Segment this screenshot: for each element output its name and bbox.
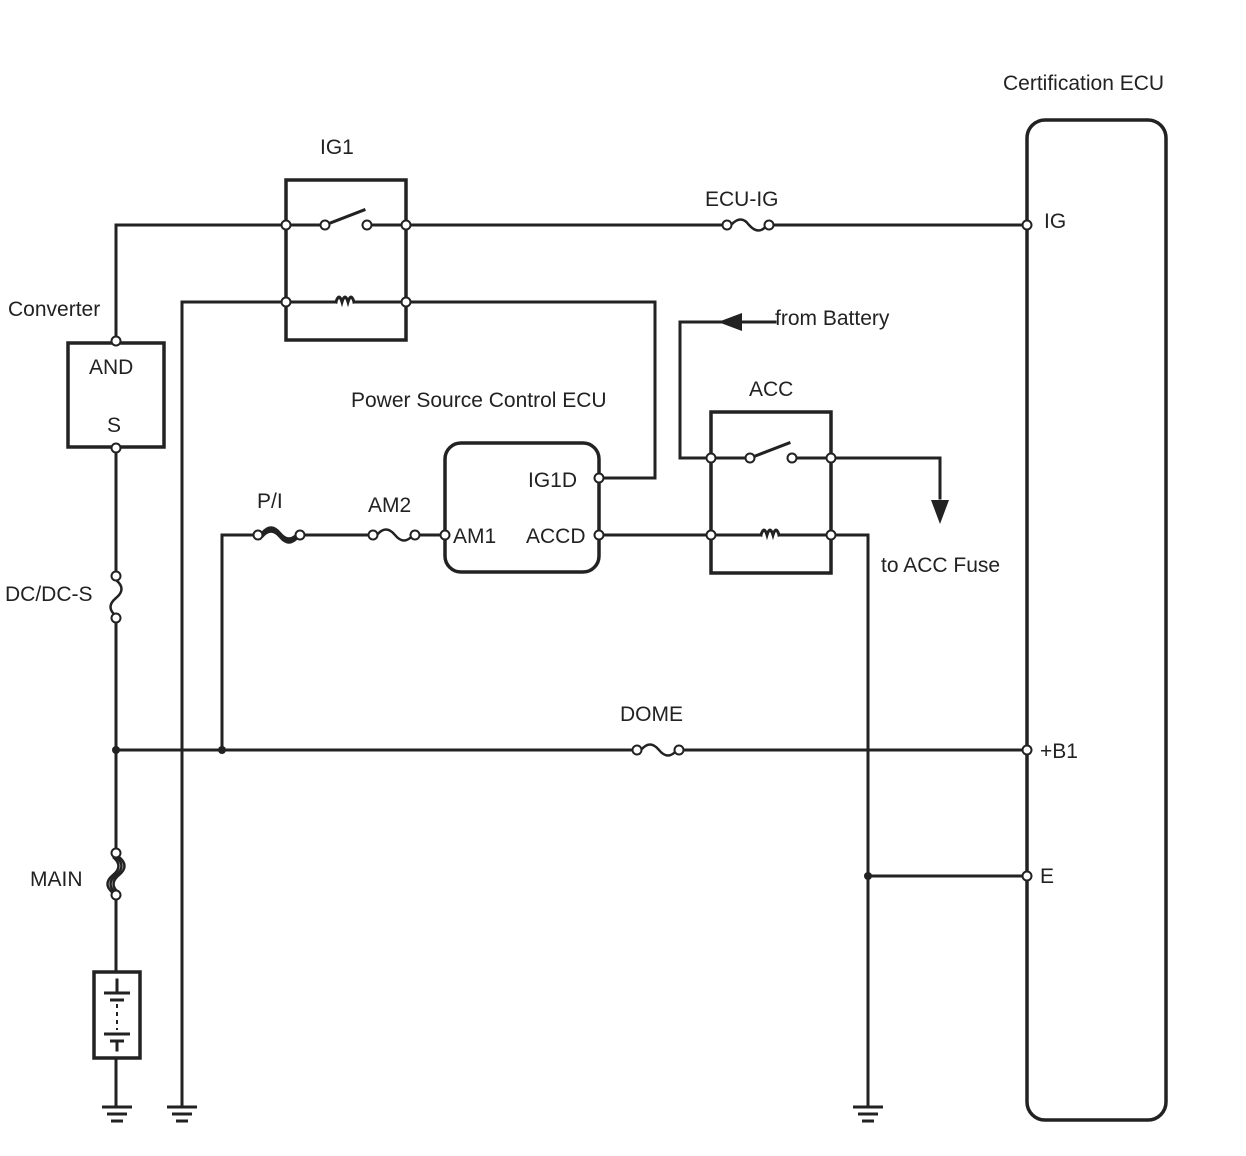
junctions [112, 746, 872, 880]
acc-relay-box [709, 410, 833, 575]
fuse-dcdc-s-icon [109, 579, 123, 617]
terminals [110, 219, 1033, 901]
fuse-ecu-ig-label: ECU-IG [705, 188, 779, 211]
ground-icon-1 [102, 1105, 132, 1123]
fuse-dome-icon [640, 743, 678, 757]
pin-and-label: AND [89, 356, 133, 379]
ground-icon-2 [167, 1105, 197, 1123]
ig1-coil-icon [334, 295, 356, 308]
battery-icon [92, 970, 142, 1060]
fuse-main-label: MAIN [30, 868, 83, 891]
power-source-ecu-box [443, 441, 601, 574]
ground-icon-3 [853, 1105, 883, 1123]
acc-switch-contact [748, 441, 791, 460]
fuse-dome-label: DOME [620, 703, 683, 726]
fuse-dcdc-s: DC/DC-S [5, 579, 123, 617]
pin-e-label: E [1040, 865, 1054, 888]
from-battery-arrow: from Battery [718, 307, 890, 331]
pin-ig-label: IG [1044, 210, 1066, 233]
to-acc-fuse-arrow: to ACC Fuse [881, 500, 1000, 577]
ig1-relay-label: IG1 [320, 136, 354, 159]
converter: Converter AND S [8, 298, 166, 449]
converter-title: Converter [8, 298, 100, 321]
acc-relay: ACC [709, 378, 833, 575]
fuse-am2-icon [376, 528, 414, 542]
pin-am1-label: AM1 [453, 525, 496, 548]
fuse-main: MAIN [30, 856, 126, 894]
certification-ecu-box [1025, 118, 1168, 1122]
fuse-ecu-ig-icon [730, 218, 769, 232]
ig1-relay: IG1 [284, 136, 408, 342]
fuse-pi: P/I [257, 490, 299, 544]
from-battery-label: from Battery [775, 307, 890, 330]
wires [114, 223, 1029, 1108]
fuse-pi-icon [261, 528, 299, 542]
fuse-main-icon [109, 856, 123, 894]
ig1-switch-contact [323, 208, 366, 227]
certification-ecu-title: Certification ECU [1003, 72, 1164, 95]
acc-relay-label: ACC [749, 378, 793, 401]
certification-ecu: Certification ECU IG +B1 E [1003, 72, 1168, 1122]
fuse-dome: DOME [620, 703, 683, 757]
power-source-control-ecu: Power Source Control ECU IG1D AM1 ACCD [351, 389, 607, 574]
fuse-am2-label: AM2 [368, 494, 411, 517]
pin-accd-label: ACCD [526, 525, 586, 548]
pin-b1-label: +B1 [1040, 740, 1078, 763]
fuse-pi-label: P/I [257, 490, 283, 513]
power-source-ecu-title: Power Source Control ECU [351, 389, 607, 412]
pin-s-label: S [107, 414, 121, 437]
fuse-ecu-ig: ECU-IG [705, 188, 779, 232]
acc-coil-icon [759, 528, 781, 541]
fuse-am2: AM2 [368, 494, 414, 542]
ig1-relay-box [284, 178, 408, 342]
fuse-dcdc-s-label: DC/DC-S [5, 583, 93, 606]
to-acc-fuse-label: to ACC Fuse [881, 554, 1000, 577]
pin-ig1d-label: IG1D [528, 469, 577, 492]
